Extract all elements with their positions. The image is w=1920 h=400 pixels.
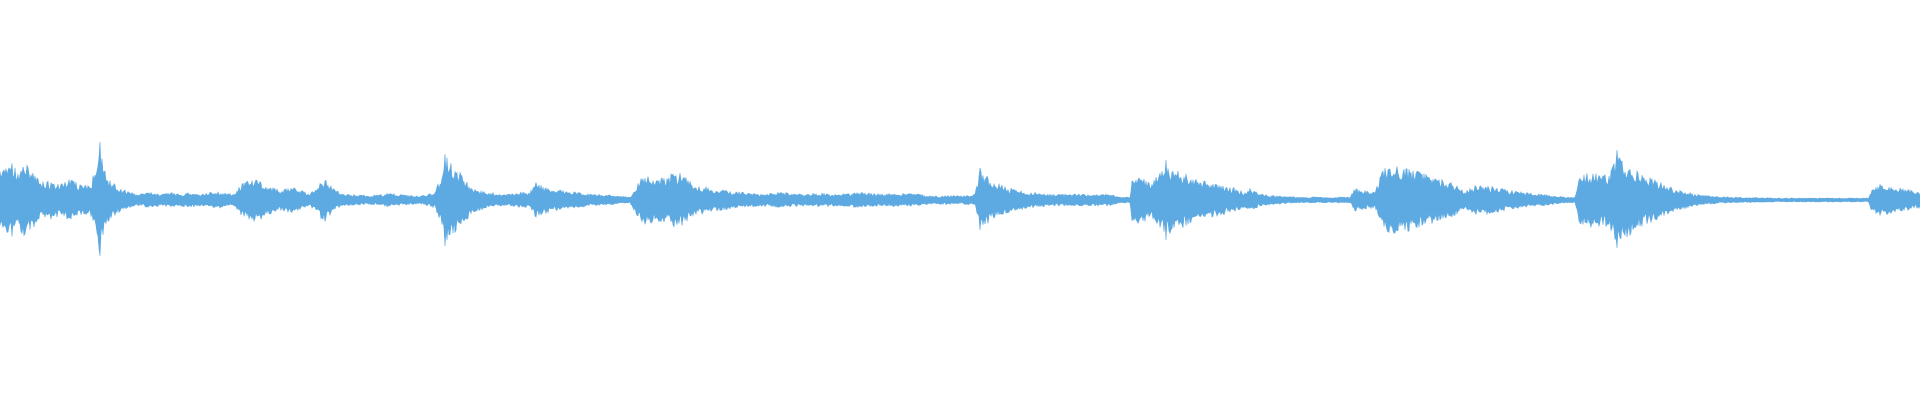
waveform-shape (0, 141, 1920, 257)
